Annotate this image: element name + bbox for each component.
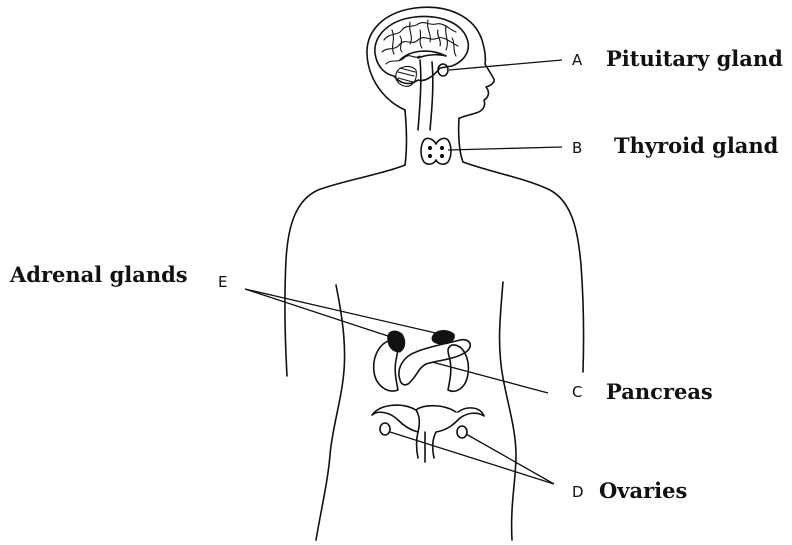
label-d-letter: D [572, 483, 584, 501]
label-a-letter: A [572, 51, 583, 69]
label-a-name: Pituitary gland [606, 46, 783, 71]
adrenal-gland-left [388, 331, 405, 352]
leader-line-b [448, 147, 562, 150]
label-b-letter: B [572, 139, 582, 157]
label-e-letter: E [218, 273, 227, 291]
leader-line-a [449, 60, 562, 70]
pituitary-gland-shape [438, 64, 448, 76]
label-c-name: Pancreas [606, 379, 713, 404]
label-d-name: Ovaries [599, 478, 687, 503]
torso-left [316, 285, 345, 540]
thyroid-dot-2 [440, 146, 443, 149]
torso-right [500, 282, 516, 540]
corpus-callosum [400, 51, 446, 60]
thyroid-dot-4 [440, 154, 443, 157]
label-c-letter: C [572, 383, 582, 401]
ovary-left [380, 423, 390, 435]
thyroid-gland-shape [421, 138, 451, 164]
neck-left [405, 110, 407, 165]
body-outline [285, 7, 584, 540]
thyroid-dot-1 [428, 146, 431, 149]
leader-line-d2 [466, 434, 554, 484]
neck-right [459, 118, 463, 162]
brain-stem [418, 60, 433, 130]
label-b-name: Thyroid gland [614, 133, 779, 158]
thyroid-dot-3 [428, 154, 431, 157]
ovary-right [457, 426, 467, 438]
reproductive-organs [372, 405, 484, 462]
label-e-name: Adrenal glands [9, 262, 188, 287]
body-right-side [463, 162, 584, 372]
leader-line-d1 [390, 432, 554, 484]
brain [375, 16, 468, 130]
leader-line-e1 [245, 289, 394, 338]
